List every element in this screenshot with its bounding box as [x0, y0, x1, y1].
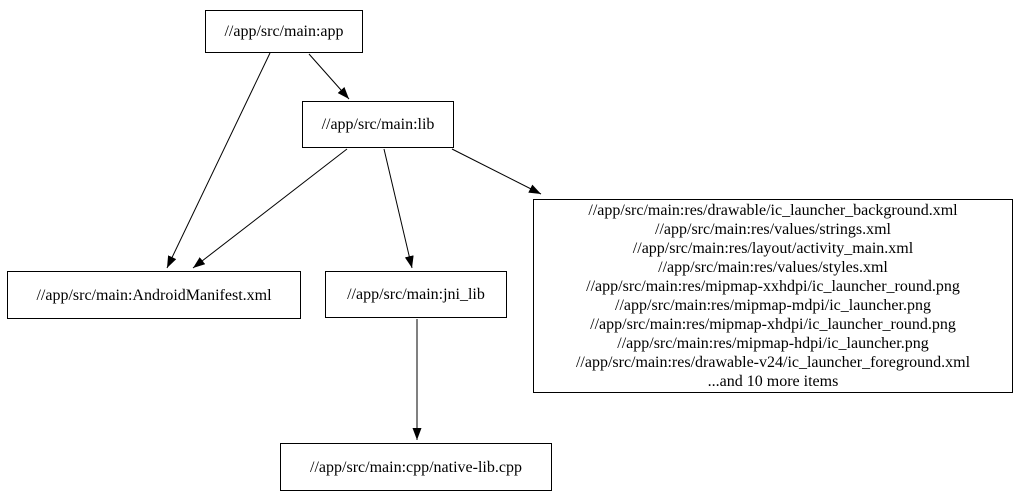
res-item: //app/src/main:res/mipmap-hdpi/ic_launch…: [617, 335, 929, 352]
res-item: //app/src/main:res/values/styles.xml: [658, 259, 888, 276]
edge-lib-to-res-arrow: [451, 148, 542, 195]
graph-node-native-lib-cpp: //app/src/main:cpp/native-lib.cpp: [280, 443, 552, 491]
edge-app-to-lib-arrow: [308, 53, 350, 100]
graph-node-native-lib-cpp-label: //app/src/main:cpp/native-lib.cpp: [310, 458, 522, 476]
graph-node-jni-lib: //app/src/main:jni_lib: [325, 271, 507, 318]
graph-node-app: //app/src/main:app: [205, 10, 363, 53]
graph-node-lib-label: //app/src/main:lib: [321, 116, 435, 133]
res-item: //app/src/main:res/values/strings.xml: [655, 221, 891, 238]
res-item: //app/src/main:res/mipmap-mdpi/ic_launch…: [615, 297, 931, 314]
graph-node-res-group: //app/src/main:res/drawable/ic_launcher_…: [533, 199, 1013, 393]
graph-node-android-manifest: //app/src/main:AndroidManifest.xml: [7, 271, 301, 319]
res-more-items-note: ...and 10 more items: [707, 373, 839, 390]
res-item: //app/src/main:res/mipmap-xhdpi/ic_launc…: [590, 316, 956, 333]
res-item: //app/src/main:res/mipmap-xxhdpi/ic_laun…: [586, 278, 960, 295]
res-item: //app/src/main:res/drawable-v24/ic_launc…: [575, 354, 971, 371]
res-item: //app/src/main:res/drawable/ic_launcher_…: [588, 202, 958, 219]
graph-node-app-label: //app/src/main:app: [224, 23, 344, 40]
edge-app-to-manifest-arrow: [166, 52, 271, 269]
graph-node-jni-lib-label: //app/src/main:jni_lib: [347, 286, 485, 303]
res-item: //app/src/main:res/layout/activity_main.…: [632, 240, 914, 257]
graph-node-android-manifest-label: //app/src/main:AndroidManifest.xml: [36, 286, 272, 304]
edge-lib-to-jni-arrow: [383, 148, 414, 269]
graph-node-lib: //app/src/main:lib: [302, 101, 454, 148]
edge-lib-to-manifest-arrow: [192, 148, 348, 269]
